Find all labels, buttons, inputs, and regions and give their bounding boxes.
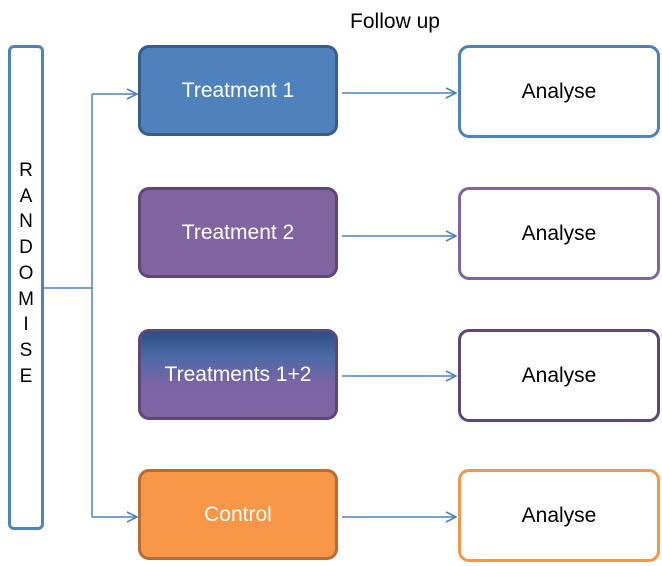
follow-up-label: Follow up: [350, 10, 440, 33]
randomise-letter: S: [19, 339, 33, 361]
control-label: Control: [204, 502, 272, 526]
analyse-label: Analyse: [521, 221, 597, 245]
analyse-box-treatments-1-2: Analyse: [458, 329, 660, 422]
analyse-label: Analyse: [521, 503, 597, 527]
control-box: Control: [138, 469, 338, 560]
randomise-vertical-text: R A N D O M I S E: [11, 158, 41, 389]
analyse-box-control: Analyse: [458, 469, 660, 562]
randomise-letter: O: [18, 262, 34, 284]
randomise-letter: E: [19, 365, 33, 387]
analyse-box-treatment-1: Analyse: [458, 45, 660, 138]
randomise-letter: A: [19, 185, 33, 207]
randomise-letter: D: [19, 237, 33, 259]
treatments-1-2-label: Treatments 1+2: [164, 362, 312, 386]
randomise-letter: N: [19, 211, 33, 233]
treatment-1-box: Treatment 1: [138, 45, 338, 136]
treatment-1-label: Treatment 1: [181, 78, 295, 102]
randomise-letter: I: [23, 314, 29, 336]
treatments-1-2-box: Treatments 1+2: [138, 329, 338, 420]
randomise-box: R A N D O M I S E: [8, 45, 44, 530]
randomise-letter: R: [19, 160, 33, 181]
treatment-2-label: Treatment 2: [181, 220, 295, 244]
analyse-box-treatment-2: Analyse: [458, 187, 660, 280]
analyse-label: Analyse: [521, 363, 597, 387]
analyse-label: Analyse: [521, 79, 597, 103]
treatment-2-box: Treatment 2: [138, 187, 338, 278]
randomise-letter: M: [18, 288, 34, 310]
